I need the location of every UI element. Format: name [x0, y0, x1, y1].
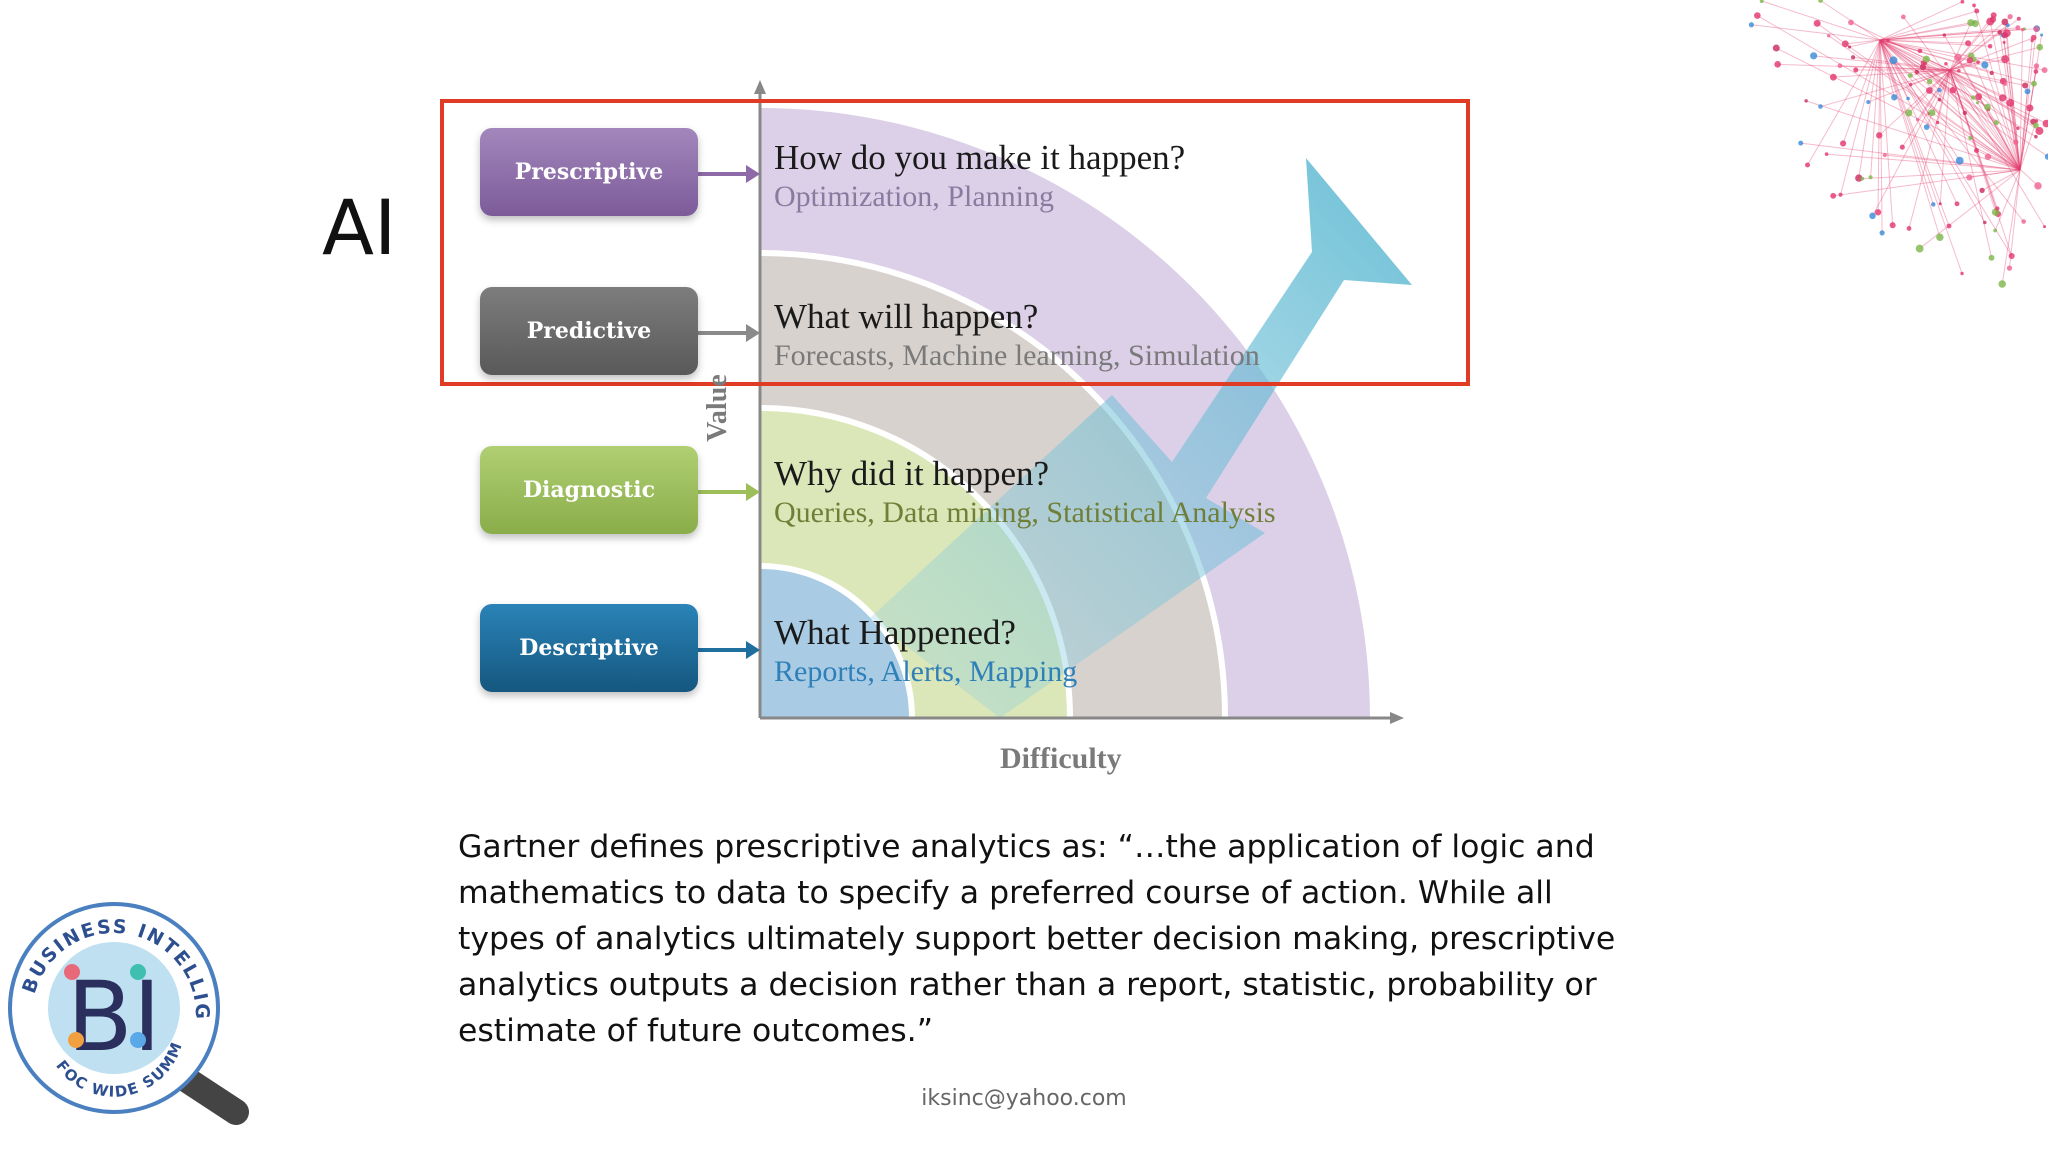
ai-label: AI [322, 183, 397, 272]
arrow-predictive [746, 324, 760, 342]
category-predictive: Predictive [480, 287, 698, 375]
footer-email: iksinc@yahoo.com [921, 1086, 1127, 1111]
question-prescriptive: How do you make it happen? [774, 138, 1186, 177]
y-axis-label: Value [702, 374, 733, 442]
magnifier-logo-icon: BUSINESS INTELLIGENCE FOC WIDE SUMMIT BI [2, 900, 249, 1125]
methods-predictive: Forecasts, Machine learning, Simulation [774, 339, 1260, 372]
growth-arrow [870, 158, 1412, 718]
arrow-prescriptive [746, 165, 760, 183]
question-diagnostic: Why did it happen? [774, 454, 1050, 493]
question-descriptive: What Happened? [774, 613, 1016, 652]
category-descriptive: Descriptive [480, 604, 698, 692]
x-axis-label: Difficulty [1000, 742, 1122, 775]
arrow-descriptive [746, 641, 760, 659]
logo-letters: BI [67, 961, 161, 1073]
gartner-quote: Gartner defines prescriptive analytics a… [458, 829, 1616, 1049]
methods-descriptive: Reports, Alerts, Mapping [774, 655, 1078, 688]
question-predictive: What will happen? [774, 297, 1039, 336]
category-diagnostic: Diagnostic [480, 446, 698, 534]
network-graph-icon [1748, 0, 2048, 288]
methods-diagnostic: Queries, Data mining, Statistical Analys… [774, 496, 1276, 529]
arc-descriptive [760, 566, 912, 718]
arrow-diagnostic [746, 483, 760, 501]
highlight-box [440, 99, 1470, 386]
category-prescriptive: Prescriptive [480, 128, 698, 216]
methods-prescriptive: Optimization, Planning [774, 180, 1054, 213]
